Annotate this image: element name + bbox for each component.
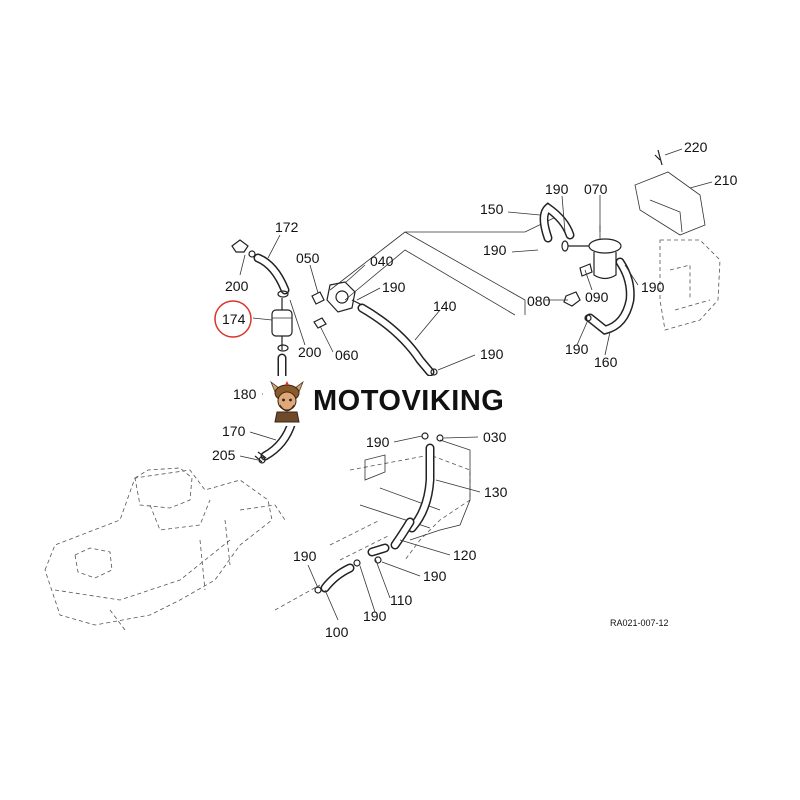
part-label-200: 200 <box>298 344 322 360</box>
part-label-190: 190 <box>480 346 504 362</box>
part-label-100: 100 <box>325 624 349 640</box>
part-label-050: 050 <box>296 250 320 266</box>
part-label-080: 080 <box>527 293 551 309</box>
part-label-210: 210 <box>714 172 738 188</box>
part-label-090: 090 <box>585 289 609 305</box>
part-label-190: 190 <box>545 181 569 197</box>
part-label-174: 174 <box>222 311 246 327</box>
part-label-200: 200 <box>225 278 249 294</box>
part-label-220: 220 <box>684 139 708 155</box>
part-label-190: 190 <box>293 548 317 564</box>
frame-bracket <box>274 214 561 611</box>
part-label-180: 180 <box>233 386 257 402</box>
part-label-120: 120 <box>453 547 477 563</box>
part-label-130: 130 <box>484 484 508 500</box>
part-label-030: 030 <box>483 429 507 445</box>
part-label-070: 070 <box>584 181 608 197</box>
part-label-040: 040 <box>370 253 394 269</box>
part-label-060: 060 <box>335 347 359 363</box>
part-label-190: 190 <box>382 279 406 295</box>
part-label-160: 160 <box>594 354 618 370</box>
part-label-150: 150 <box>480 201 504 217</box>
fuel-tank <box>44 467 286 631</box>
diagram-reference-code: RA021-007-12 <box>610 618 669 628</box>
viking-mascot-icon <box>270 380 304 423</box>
components <box>231 225 622 594</box>
part-label-190: 190 <box>641 279 665 295</box>
watermark: MOTOVIKING <box>263 376 535 426</box>
part-label-205: 205 <box>212 447 236 463</box>
part-label-190: 190 <box>363 608 387 624</box>
part-label-190: 190 <box>565 341 589 357</box>
watermark-text: MOTOVIKING <box>313 384 505 417</box>
part-label-170: 170 <box>222 423 246 439</box>
part-label-190: 190 <box>483 242 507 258</box>
part-label-172: 172 <box>275 219 299 235</box>
part-label-110: 110 <box>390 592 413 608</box>
part-label-140: 140 <box>433 298 457 314</box>
part-label-190: 190 <box>423 568 447 584</box>
highlight-circle <box>214 300 252 338</box>
part-labels: 220 210 190 070 150 190 172 050 040 190 … <box>212 139 738 640</box>
part-label-190: 190 <box>366 434 390 450</box>
right-mount <box>634 149 721 331</box>
